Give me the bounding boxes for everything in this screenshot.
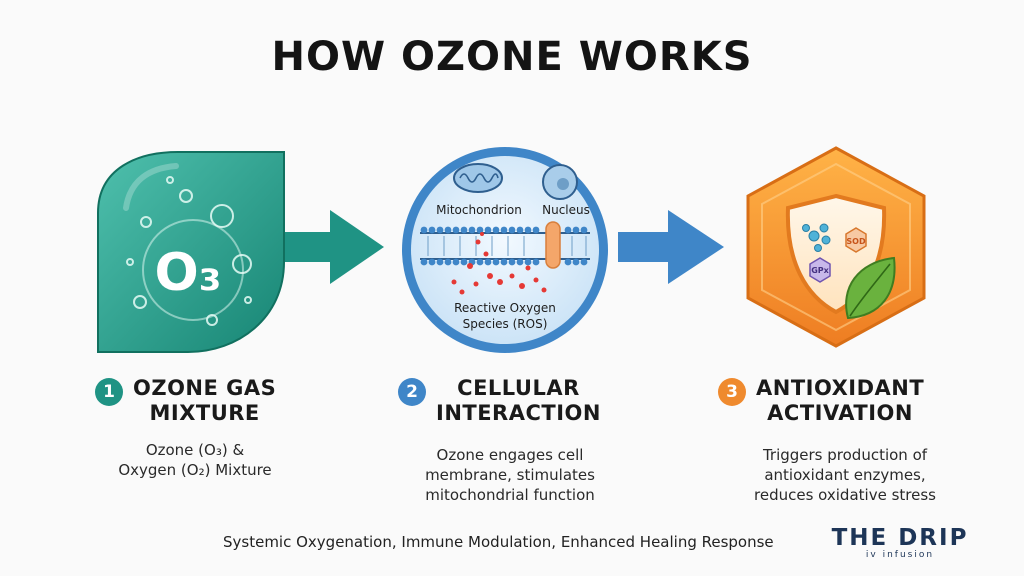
- arrow-right-icon: [282, 210, 384, 284]
- mitochondrion-label: Mitochondrion: [436, 203, 522, 217]
- page-title: HOW OZONE WORKS: [271, 34, 753, 80]
- svg-text:SOD: SOD: [846, 237, 866, 246]
- nucleus-label: Nucleus: [542, 203, 590, 217]
- svg-text:GPx: GPx: [811, 266, 829, 275]
- step-3-title: ANTIOXIDANT ACTIVATION: [756, 376, 925, 425]
- mitochondrion-icon: [453, 163, 503, 193]
- step-3-number-badge: 3: [718, 378, 746, 406]
- cell-membrane: [420, 221, 590, 269]
- cell-icon: Mitochondrion Nucleus Reactive Oxygen Sp…: [402, 147, 608, 353]
- gpx-enzyme-badge: GPx: [809, 257, 831, 283]
- step-1-heading: 1 OZONE GAS MIXTURE: [95, 376, 276, 426]
- ros-label-line2: Species (ROS): [463, 317, 548, 331]
- ros-label-line1: Reactive Oxygen: [454, 301, 556, 315]
- step-2-number-badge: 2: [398, 378, 426, 406]
- brand-logo: THE DRIP iv infusion: [830, 526, 970, 560]
- step-1-title: OZONE GAS MIXTURE: [133, 376, 277, 425]
- enzyme-molecule-icon: [802, 223, 831, 252]
- brand-tagline: iv infusion: [865, 550, 935, 560]
- step-2-heading: 2 CELLULAR INTERACTION: [398, 376, 601, 426]
- footer-benefits: Systemic Oxygenation, Immune Modulation,…: [223, 533, 774, 551]
- step-1-description: Ozone (O₃) & Oxygen (O₂) Mixture: [118, 441, 272, 479]
- step-2-description: Ozone engages cell membrane, stimulates …: [425, 446, 595, 504]
- nucleus-icon: [542, 164, 578, 200]
- ozone-formula: O₃: [155, 243, 222, 303]
- brand-name: THE DRIP: [831, 525, 969, 551]
- step-2-title: CELLULAR INTERACTION: [436, 376, 601, 425]
- ozone-gas-icon: O₃: [97, 151, 285, 353]
- step-3-heading: 3 ANTIOXIDANT ACTIVATION: [718, 376, 924, 426]
- arrow-right-icon: [618, 210, 724, 284]
- antioxidant-shield-icon: SOD GPx: [746, 146, 926, 348]
- leaf-icon: [845, 256, 896, 320]
- ros-particles: [451, 232, 547, 295]
- step-3-description: Triggers production of antioxidant enzym…: [754, 446, 936, 504]
- step-1-number-badge: 1: [95, 378, 123, 406]
- sod-enzyme-badge: SOD: [845, 227, 867, 253]
